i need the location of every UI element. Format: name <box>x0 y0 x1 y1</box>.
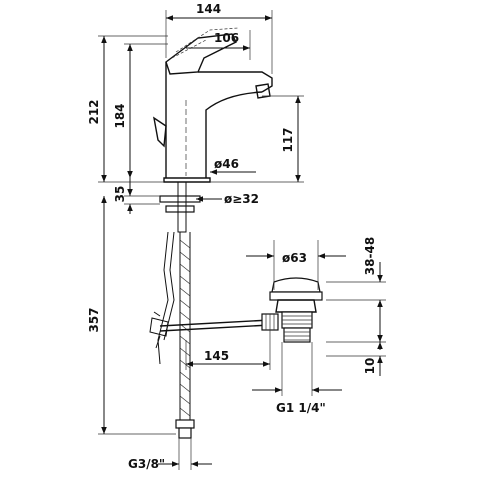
dim-waste-diameter: ø63 <box>282 251 307 265</box>
dimension-lines <box>98 10 386 470</box>
dim-total-width: 144 <box>196 2 221 16</box>
faucet-body <box>153 27 273 183</box>
dim-waste-offset: 10 <box>363 358 377 375</box>
dim-rod-length: 145 <box>204 349 229 363</box>
under-counter-assembly <box>149 181 271 439</box>
dim-handle-reach: 106 <box>214 31 239 45</box>
dim-waste-range: 38-48 <box>363 237 377 275</box>
dim-hose-thread: G3/8" <box>128 457 165 471</box>
dim-hose-length: 357 <box>87 307 101 332</box>
dim-spout-height: 117 <box>281 127 295 152</box>
dim-waste-thread: G1 1/4" <box>276 401 326 415</box>
dim-hole-diameter: ø≥32 <box>224 192 259 206</box>
waste-valve <box>261 277 323 343</box>
dim-height-body: 184 <box>113 103 127 128</box>
dim-base-thickness: 35 <box>113 186 127 203</box>
dim-body-diameter: ø46 <box>214 157 239 171</box>
dim-height-total: 212 <box>87 99 101 124</box>
